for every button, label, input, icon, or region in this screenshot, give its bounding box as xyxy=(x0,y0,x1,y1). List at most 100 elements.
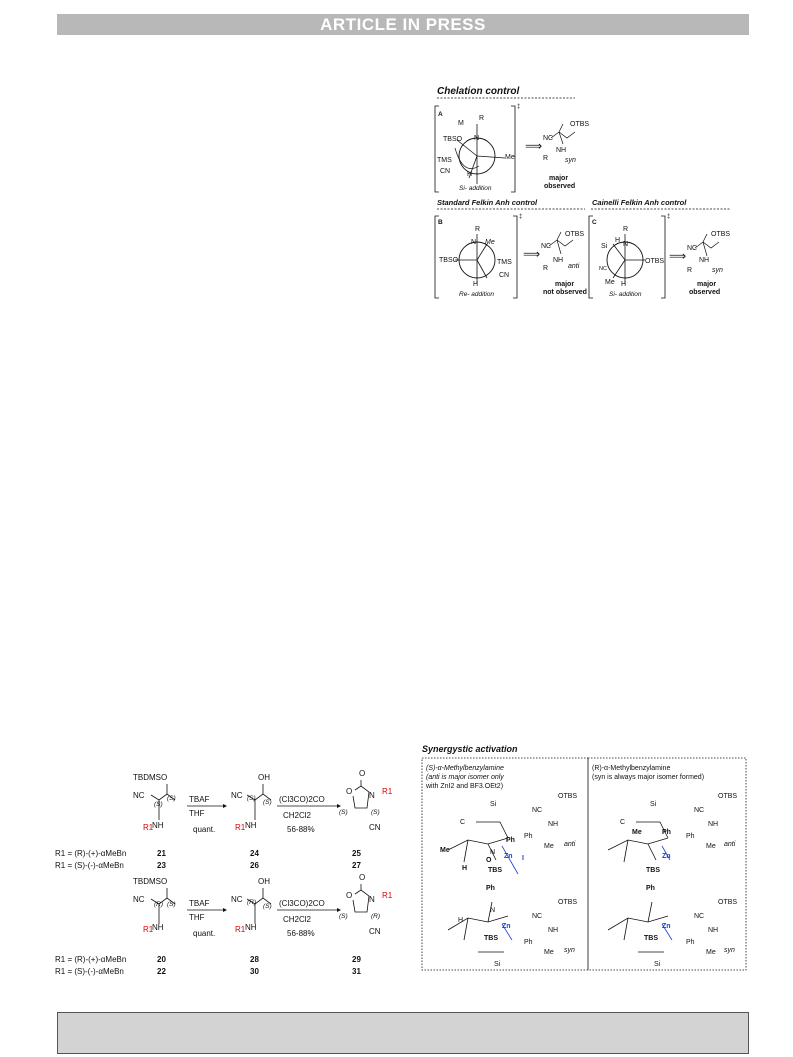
svg-text:Si- addition: Si- addition xyxy=(459,185,492,192)
synergistic-title: Synergystic activation xyxy=(422,744,518,754)
svg-text:TBS: TBS xyxy=(644,935,658,942)
svg-text:NH: NH xyxy=(553,257,563,264)
svg-text:‡: ‡ xyxy=(519,214,522,220)
svg-text:NC: NC xyxy=(133,791,145,800)
svg-text:Zn: Zn xyxy=(502,923,511,930)
svg-text:(S)-α-Methylbenzylamine: (S)-α-Methylbenzylamine xyxy=(426,765,504,772)
svg-text:22: 22 xyxy=(157,967,166,976)
svg-text:56-88%: 56-88% xyxy=(287,929,315,938)
svg-text:NC: NC xyxy=(133,895,145,904)
svg-text:NC: NC xyxy=(694,807,704,814)
svg-text:TBAF: TBAF xyxy=(189,899,210,908)
svg-text:major: major xyxy=(549,175,568,182)
svg-text:M: M xyxy=(458,120,464,127)
svg-text:CN: CN xyxy=(499,272,509,279)
svg-text:R1 = (S)-(-)-αMeBn: R1 = (S)-(-)-αMeBn xyxy=(55,967,124,976)
svg-text:not observed: not observed xyxy=(543,289,587,296)
svg-text:TBDMSO: TBDMSO xyxy=(133,773,167,782)
footer-box xyxy=(57,1012,749,1054)
panel-c-label: C xyxy=(592,219,597,226)
ts-bottom-right xyxy=(607,901,673,953)
svg-text:Zn: Zn xyxy=(662,923,671,930)
svg-text:TBSO: TBSO xyxy=(439,257,459,264)
svg-text:NH: NH xyxy=(152,821,164,830)
svg-text:R1: R1 xyxy=(235,823,246,832)
synthesis-scheme: TBDMSO NC (S) (S) R1 NH TBAF THF quant. … xyxy=(55,769,393,976)
dagger-a: ‡ xyxy=(517,104,520,110)
svg-text:Me: Me xyxy=(485,239,495,246)
svg-text:CH2Cl2: CH2Cl2 xyxy=(283,811,312,820)
svg-text:Me: Me xyxy=(605,279,615,286)
svg-text:N: N xyxy=(490,849,495,856)
svg-text:major: major xyxy=(697,281,716,288)
svg-text:THF: THF xyxy=(189,809,205,818)
svg-text:NC: NC xyxy=(541,243,551,250)
svg-text:N: N xyxy=(623,241,628,248)
svg-text:R1: R1 xyxy=(382,891,393,900)
svg-text:NH: NH xyxy=(548,927,558,934)
svg-text:Zn: Zn xyxy=(504,853,513,860)
cainelli-title: Cainelli Felkin Anh control xyxy=(592,198,687,207)
svg-text:C: C xyxy=(620,819,625,826)
svg-text:OH: OH xyxy=(258,773,270,782)
svg-text:OTBS: OTBS xyxy=(558,793,577,800)
svg-text:H: H xyxy=(473,281,478,288)
svg-text:R1 = (R)-(+)-αMeBn: R1 = (R)-(+)-αMeBn xyxy=(55,849,126,858)
svg-text:(S): (S) xyxy=(339,913,348,920)
svg-text:(S): (S) xyxy=(154,801,163,808)
svg-text:H: H xyxy=(462,865,467,872)
svg-text:N: N xyxy=(474,135,479,142)
svg-text:NC: NC xyxy=(694,913,704,920)
svg-text:R: R xyxy=(623,226,628,233)
svg-text:OTBS: OTBS xyxy=(711,231,730,238)
svg-text:30: 30 xyxy=(250,967,259,976)
svg-text:R: R xyxy=(475,226,480,233)
article-in-press-banner: ARTICLE IN PRESS xyxy=(57,14,749,35)
svg-text:N: N xyxy=(369,895,375,904)
svg-text:Ph: Ph xyxy=(524,833,533,840)
svg-text:with ZnI2 and BF3.OEt2): with ZnI2 and BF3.OEt2) xyxy=(425,783,503,790)
svg-text:Si: Si xyxy=(494,961,501,968)
svg-text:⟹: ⟹ xyxy=(525,139,542,153)
svg-text:TBAF: TBAF xyxy=(189,795,210,804)
svg-text:Ph: Ph xyxy=(646,885,655,892)
svg-text:CH2Cl2: CH2Cl2 xyxy=(283,915,312,924)
svg-text:C: C xyxy=(460,819,465,826)
svg-text:(R): (R) xyxy=(371,913,380,920)
svg-text:R: R xyxy=(687,267,692,274)
svg-text:Me: Me xyxy=(505,154,515,161)
svg-text:(Cl3CO)2CO: (Cl3CO)2CO xyxy=(279,899,325,908)
svg-text:TBS: TBS xyxy=(646,867,660,874)
svg-text:Me: Me xyxy=(706,843,716,850)
svg-text:O: O xyxy=(359,873,365,882)
svg-text:H: H xyxy=(467,171,472,178)
svg-text:NH: NH xyxy=(245,923,257,932)
svg-text:N: N xyxy=(369,791,375,800)
svg-text:anti: anti xyxy=(724,841,736,848)
svg-text:Me: Me xyxy=(632,829,642,836)
svg-text:OTBS: OTBS xyxy=(570,121,589,128)
ts-top-left xyxy=(447,821,519,875)
svg-text:OTBS: OTBS xyxy=(718,899,737,906)
svg-text:25: 25 xyxy=(352,849,361,858)
svg-text:H: H xyxy=(458,917,463,924)
svg-text:21: 21 xyxy=(157,849,166,858)
svg-text:quant.: quant. xyxy=(193,825,215,834)
svg-text:R1: R1 xyxy=(235,925,246,934)
svg-text:Si: Si xyxy=(650,801,657,808)
svg-text:syn: syn xyxy=(565,157,576,164)
svg-text:OTBS: OTBS xyxy=(558,899,577,906)
felkin-title: Standard Felkin Anh control xyxy=(437,198,538,207)
svg-text:CN: CN xyxy=(440,168,450,175)
svg-text:TBS: TBS xyxy=(488,867,502,874)
svg-text:(Cl3CO)2CO: (Cl3CO)2CO xyxy=(279,795,325,804)
svg-text:⟹: ⟹ xyxy=(669,249,686,263)
svg-text:20: 20 xyxy=(157,955,166,964)
svg-text:OTBS: OTBS xyxy=(718,793,737,800)
svg-text:OTBS: OTBS xyxy=(645,258,664,265)
svg-text:OH: OH xyxy=(258,877,270,886)
svg-text:I: I xyxy=(522,855,524,862)
svg-text:observed: observed xyxy=(544,183,575,190)
svg-text:23: 23 xyxy=(157,861,166,870)
svg-text:H: H xyxy=(615,237,620,244)
